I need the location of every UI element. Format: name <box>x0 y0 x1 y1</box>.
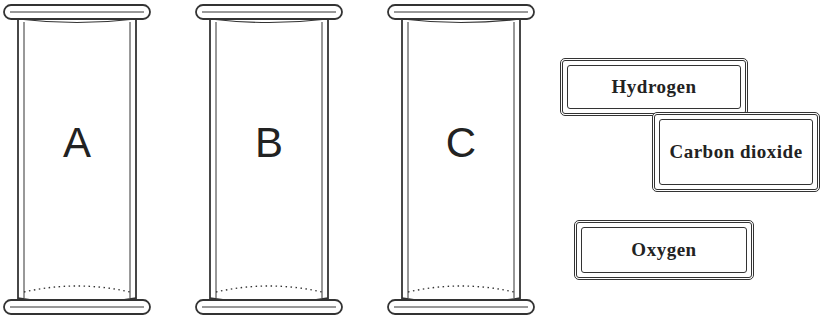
jar-letter: B <box>194 122 344 164</box>
label-inner-frame: Hydrogen <box>567 65 741 109</box>
gas-name: Carbon dioxide <box>669 142 802 163</box>
gas-label: Carbon dioxide <box>652 112 820 192</box>
gas-jar: B <box>194 2 344 318</box>
jar-letter: A <box>2 122 152 164</box>
label-inner-frame: Oxygen <box>581 227 747 273</box>
jar-letter: C <box>386 122 536 164</box>
gas-jar: A <box>2 2 152 318</box>
gas-name: Oxygen <box>631 240 696 261</box>
gas-jar: C <box>386 2 536 318</box>
gas-name: Hydrogen <box>612 77 697 98</box>
gas-label: Hydrogen <box>560 58 748 116</box>
label-inner-frame: Carbon dioxide <box>659 119 813 185</box>
gas-label: Oxygen <box>574 220 754 280</box>
